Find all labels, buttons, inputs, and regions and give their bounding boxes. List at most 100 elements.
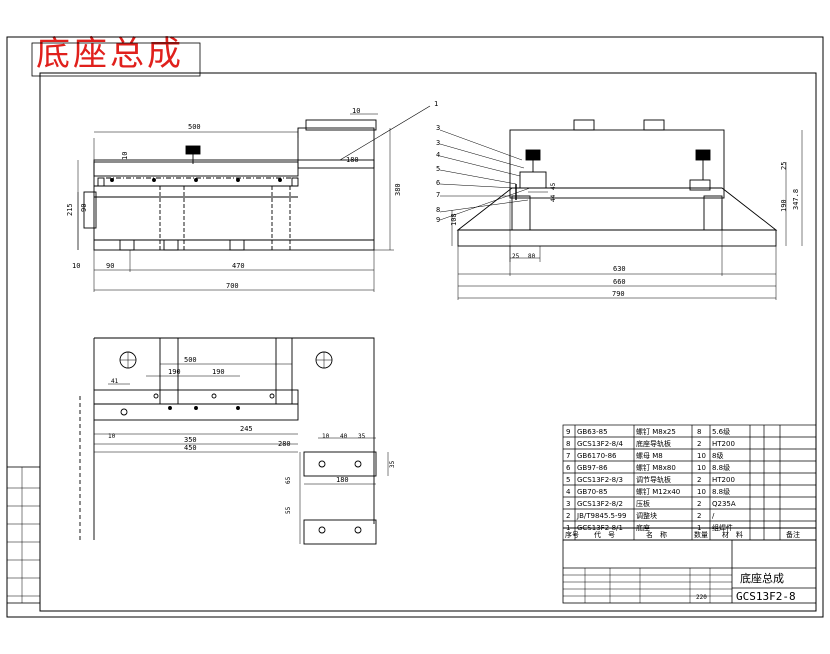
svg-text:108: 108: [450, 213, 458, 226]
title-block-grid: [562, 539, 817, 604]
side-view: [439, 119, 803, 300]
svg-text:630: 630: [613, 265, 626, 273]
bom-cell-qty: 2: [697, 440, 701, 448]
svg-text:10: 10: [322, 433, 330, 440]
svg-text:790: 790: [612, 290, 625, 298]
svg-text:380: 380: [394, 183, 402, 196]
svg-text:190: 190: [780, 199, 788, 212]
svg-text:90: 90: [80, 204, 88, 212]
bom-cell-no: 9: [566, 428, 570, 436]
bom-cell-qty: 2: [697, 512, 701, 520]
side-view-dimension-text: 630 660 790 25 80 347.8 190 25 108 45 44…: [436, 124, 800, 298]
bom-cell-qty: 10: [697, 452, 706, 460]
bom-cell-no: 4: [566, 488, 571, 496]
bom-cell-qty: 8: [697, 428, 701, 436]
bom-cell-material: Q235A: [712, 500, 736, 508]
bom-cell-no: 6: [566, 464, 571, 472]
svg-text:4: 4: [436, 151, 440, 159]
bom-table-grid: [562, 424, 817, 541]
svg-text:347.8: 347.8: [792, 189, 800, 210]
bom-cell-name: 压板: [636, 499, 650, 508]
bom-cell-code: GB63-85: [577, 428, 608, 436]
svg-text:代 号: 代 号: [594, 530, 615, 539]
svg-text:90: 90: [106, 262, 114, 270]
svg-text:190: 190: [168, 368, 181, 376]
sheet-outer-frame: [6, 36, 824, 618]
svg-text:44: 44: [550, 194, 557, 202]
bom-cell-qty: 10: [697, 488, 706, 496]
svg-text:3: 3: [436, 124, 440, 132]
svg-text:450: 450: [184, 444, 197, 452]
bom-cell-code: GCS13F2-8/3: [577, 476, 623, 484]
svg-text:500: 500: [184, 356, 197, 364]
svg-text:190: 190: [212, 368, 225, 376]
bom-cell-no: 7: [566, 452, 570, 460]
svg-text:245: 245: [240, 425, 253, 433]
bom-cell-material: 8.8级: [712, 463, 730, 472]
svg-text:名 称: 名 称: [646, 530, 667, 539]
sheet-inner-border: [39, 72, 817, 612]
svg-text:6: 6: [436, 179, 440, 187]
bom-cell-qty: 2: [697, 500, 701, 508]
front-view-dimension-text: 500 470 700 90 10 180 10 215 90 380 10 1: [66, 100, 438, 290]
bom-cell-qty: 2: [697, 476, 701, 484]
bom-cell-name: 底座: [636, 523, 650, 532]
svg-text:7: 7: [436, 191, 440, 199]
svg-text:8: 8: [436, 206, 440, 214]
bom-cell-qty: 1: [697, 524, 701, 532]
front-view: [77, 105, 431, 292]
bom-cell-name: 螺钉 M12x40: [636, 487, 680, 496]
bom-cell-name: 底座导轨板: [636, 439, 671, 448]
svg-text:80: 80: [528, 253, 536, 260]
bom-cell-material: 8.8级: [712, 487, 730, 496]
bom-cell-name: 螺钉 M8x80: [636, 463, 676, 472]
left-revision-strip: [6, 466, 41, 604]
scale-value: 220: [696, 594, 707, 601]
bom-cell-no: 2: [566, 512, 570, 520]
bom-cell-material: /: [712, 512, 715, 520]
svg-text:35: 35: [358, 433, 366, 440]
bom-cell-qty: 10: [697, 464, 706, 472]
bom-cell-code: GB70-85: [577, 488, 608, 496]
svg-text:1: 1: [434, 100, 438, 108]
bom-cell-name: 螺钉 M8x25: [636, 427, 676, 436]
bom-cell-code: GCS13F2-8/4: [577, 440, 623, 448]
bom-cell-no: 3: [566, 500, 570, 508]
svg-text:280: 280: [278, 440, 291, 448]
svg-text:500: 500: [188, 123, 201, 131]
svg-text:序号: 序号: [565, 530, 579, 539]
title-block-name: 底座总成: [740, 571, 784, 585]
svg-text:180: 180: [346, 156, 359, 164]
svg-text:700: 700: [226, 282, 239, 290]
svg-text:65: 65: [285, 476, 292, 484]
bom-cell-material: 8级: [712, 451, 723, 460]
svg-text:5: 5: [436, 165, 440, 173]
svg-text:660: 660: [613, 278, 626, 286]
svg-text:40: 40: [340, 433, 348, 440]
svg-text:9: 9: [436, 216, 440, 224]
svg-text:10: 10: [121, 152, 129, 160]
bom-cell-material: HT200: [712, 440, 735, 448]
svg-text:350: 350: [184, 436, 197, 444]
bom-cell-code: JB/T9845.5-99: [576, 512, 626, 520]
svg-text:470: 470: [232, 262, 245, 270]
svg-text:10: 10: [352, 107, 360, 115]
bom-cell-no: 1: [566, 524, 570, 532]
bom-cell-no: 8: [566, 440, 570, 448]
svg-text:3: 3: [436, 139, 440, 147]
bom-cell-material: HT200: [712, 476, 735, 484]
svg-text:25: 25: [512, 253, 520, 260]
bom-cell-name: 螺母 M8: [636, 451, 663, 460]
bom-cell-material: 组焊件: [712, 523, 733, 532]
bom-cell-code: GCS13F2-8/1: [577, 524, 623, 532]
svg-text:180: 180: [336, 476, 349, 484]
bom-cell-name: 调节导轨板: [636, 475, 671, 484]
bom-cell-no: 5: [566, 476, 570, 484]
bom-cell-material: 5.6级: [712, 427, 730, 436]
svg-text:数量: 数量: [694, 530, 708, 539]
svg-text:备注: 备注: [786, 530, 800, 539]
svg-text:35: 35: [389, 460, 396, 468]
bom-cell-name: 调整块: [636, 511, 657, 520]
